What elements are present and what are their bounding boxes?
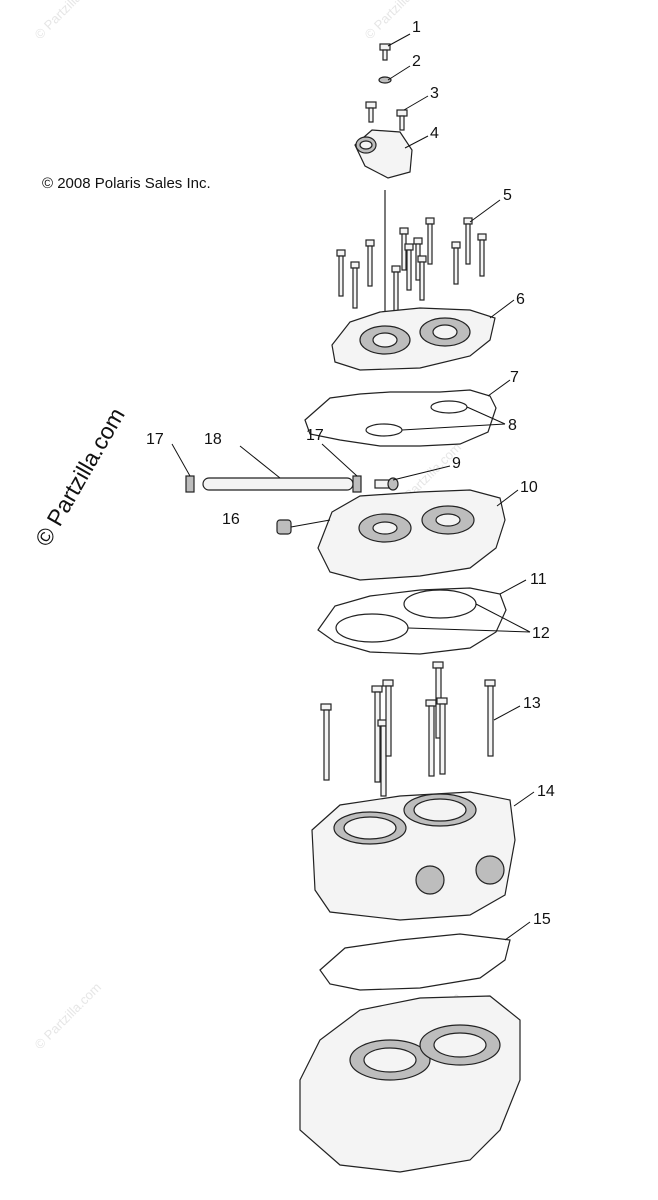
crankcase: [299, 995, 521, 1173]
part-15-base-gasket: [319, 933, 511, 991]
part-10-cylinder-head: [317, 489, 506, 581]
watermark-main: © Partzilla.com: [30, 403, 130, 550]
callout-17-left: 17: [146, 431, 164, 448]
callout-7: 7: [510, 369, 519, 386]
callout-17-right: 17: [306, 427, 324, 444]
part-4-housing: [354, 129, 413, 179]
part-2-washer: [378, 76, 392, 84]
callout-1: 1: [412, 19, 421, 36]
part-1-bolt: [379, 43, 391, 61]
callout-13: 13: [523, 695, 541, 712]
callout-9: 9: [452, 455, 461, 472]
part-6-head-cover: [331, 307, 496, 371]
callout-11: 11: [530, 571, 547, 588]
watermark-top-left: © Partzilla.com: [32, 0, 105, 42]
part-14-cylinder: [311, 791, 516, 921]
part-11-gasket: [317, 587, 507, 655]
leader-lines: [171, 33, 535, 941]
part-18-hose: [202, 477, 354, 491]
callout-6: 6: [516, 291, 525, 308]
callout-3: 3: [430, 85, 439, 102]
part-13-cylinder-bolts: [320, 661, 496, 797]
part-12-o-rings: [335, 589, 477, 643]
callout-16: 16: [222, 511, 240, 528]
callout-8: 8: [508, 417, 517, 434]
callout-2: 2: [412, 53, 421, 70]
callout-18: 18: [204, 431, 222, 448]
part-16-plug: [276, 519, 292, 535]
watermark-top-right: © Partzilla.com: [362, 0, 435, 42]
callout-4: 4: [430, 125, 439, 142]
copyright-text: © 2008 Polaris Sales Inc.: [42, 175, 211, 192]
part-9-fitting: [374, 477, 399, 491]
part-3-bolts: [365, 101, 408, 131]
part-7-gasket: [304, 389, 497, 447]
callout-10: 10: [520, 479, 538, 496]
callout-12: 12: [532, 625, 550, 642]
callout-14: 14: [537, 783, 555, 800]
watermark-bottom-left: © Partzilla.com: [32, 980, 105, 1053]
part-8-o-rings: [365, 400, 468, 437]
callout-15: 15: [533, 911, 551, 928]
part-5-head-bolts: [336, 217, 487, 313]
callout-5: 5: [503, 187, 512, 204]
